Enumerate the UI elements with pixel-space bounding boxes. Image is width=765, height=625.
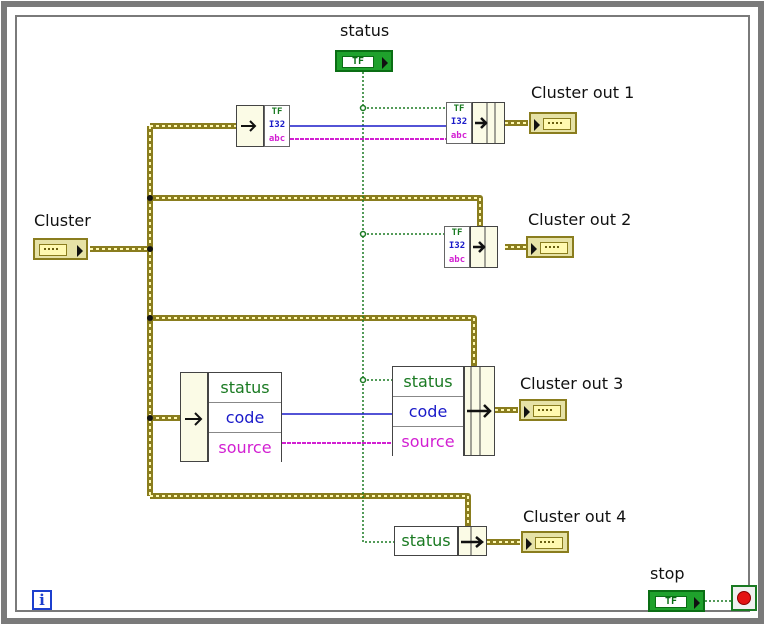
cluster-out-2-indicator[interactable] (526, 236, 574, 258)
bundle-node-2[interactable] (470, 226, 498, 268)
unbundle-node-1[interactable] (236, 105, 264, 147)
boolean-wires (362, 72, 731, 602)
cluster-out-4-indicator[interactable] (521, 531, 569, 553)
cluster-out-1-label: Cluster out 1 (531, 83, 635, 102)
cluster-control-terminal[interactable] (33, 238, 88, 260)
string-terminal-icon: abc (268, 134, 286, 144)
boolean-tf-icon: TF (655, 596, 687, 608)
boolean-tf-icon: TF (342, 56, 374, 68)
bundle-by-name-node-4[interactable] (458, 526, 487, 556)
string-terminal-icon: abc (450, 131, 468, 141)
bundle-status-item[interactable]: status (393, 367, 463, 397)
string-terminal-icon: abc (448, 255, 466, 265)
string-wires (282, 138, 446, 444)
iteration-terminal[interactable]: i (32, 590, 52, 610)
bundle-code-item[interactable]: code (393, 397, 463, 427)
cluster-icon (39, 244, 67, 256)
bundle-arrow-icon (467, 367, 492, 455)
numeric-wires (282, 125, 446, 415)
cluster-wires (90, 120, 528, 545)
numeric-terminal-icon: I32 (448, 241, 466, 251)
cluster-out-1-indicator[interactable] (529, 112, 577, 134)
bundle-1-terminals: TF I32 abc (446, 102, 472, 144)
boolean-terminal-icon: TF (451, 228, 463, 238)
unbundle-status-item[interactable]: status (209, 373, 281, 403)
unbundle-code-item[interactable]: code (209, 403, 281, 433)
input-arrow-icon (526, 538, 532, 550)
cluster-label: Cluster (34, 211, 91, 230)
bundle-by-name-node-3[interactable] (464, 366, 495, 456)
bundle-small-status-item[interactable]: status (395, 527, 457, 555)
bundle-arrow-icon (475, 103, 496, 143)
junction-dots (147, 195, 153, 421)
cluster-icon (543, 118, 571, 130)
cluster-icon (533, 405, 561, 417)
bundle-source-item[interactable]: source (393, 427, 463, 456)
cluster-icon (535, 537, 563, 549)
status-control-terminal[interactable]: TF (335, 50, 393, 72)
boolean-terminal-icon: TF (271, 107, 283, 117)
numeric-terminal-icon: I32 (450, 117, 468, 127)
numeric-terminal-icon: I32 (268, 120, 286, 130)
unbundle-by-name-items: status code source (208, 372, 282, 462)
cluster-out-2-label: Cluster out 2 (528, 210, 632, 229)
bundle-2-terminals: TF I32 abc (444, 226, 470, 268)
status-label: status (340, 21, 390, 40)
boolean-terminal-icon: TF (453, 104, 465, 114)
stop-label: stop (650, 564, 685, 583)
cluster-icon (540, 242, 568, 254)
input-arrow-icon (531, 243, 537, 255)
arrow-right-icon (185, 412, 203, 426)
output-arrow-icon (382, 57, 388, 69)
unbundle-source-item[interactable]: source (209, 433, 281, 462)
input-arrow-icon (534, 119, 540, 131)
while-loop-inner-border (15, 15, 750, 612)
boolean-junctions (359, 104, 367, 384)
stop-if-true-icon (737, 591, 751, 605)
bundle-by-name-small-items: status (394, 526, 458, 556)
bundle-arrow-icon (461, 527, 484, 555)
bundle-by-name-items: status code source (392, 366, 464, 456)
input-arrow-icon (524, 406, 530, 418)
unbundle-by-name-node[interactable] (180, 372, 208, 462)
unbundle-1-terminals: TF I32 abc (264, 105, 290, 147)
output-arrow-icon (694, 597, 700, 609)
bundle-arrow-icon (473, 227, 486, 267)
output-arrow-icon (77, 245, 83, 257)
loop-condition-terminal[interactable] (731, 585, 757, 611)
arrow-right-icon (241, 120, 257, 132)
stop-control-terminal[interactable]: TF (648, 590, 705, 612)
cluster-out-3-label: Cluster out 3 (520, 374, 624, 393)
cluster-wires-center (90, 122, 528, 543)
cluster-out-4-label: Cluster out 4 (523, 507, 627, 526)
cluster-out-3-indicator[interactable] (519, 399, 567, 421)
bundle-node-1[interactable] (472, 102, 505, 144)
